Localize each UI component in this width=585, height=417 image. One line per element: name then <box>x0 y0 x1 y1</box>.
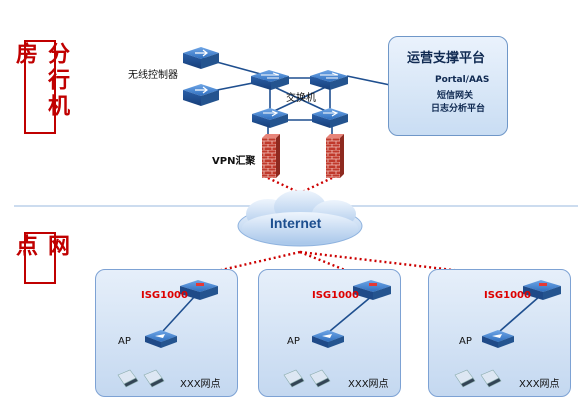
isg-gateway-icon-1 <box>180 280 218 300</box>
site-1-gateway-label: ISG1000 <box>141 290 188 301</box>
switch-label: 交换机 <box>286 93 316 104</box>
site-2-ap-label: AP <box>287 336 300 347</box>
firewall-icon-right <box>326 134 344 178</box>
vpn-device-right <box>312 108 348 128</box>
operations-platform: 运营支撑平台 Portal/AAS 短信网关 日志分析平台 <box>388 36 508 136</box>
laptop-icons-2 <box>283 369 331 388</box>
site-2-gateway-label: ISG1000 <box>312 290 359 301</box>
wireless-controller-2 <box>183 84 219 106</box>
internet-label: Internet <box>270 215 322 231</box>
site-2-name: XXX网点 <box>348 379 389 390</box>
internet-cloud-icon <box>237 190 363 247</box>
vpn-device-left <box>252 108 288 128</box>
ap-icon-3 <box>482 330 514 348</box>
section-label-outlets: 网点 <box>12 232 69 284</box>
platform-line-portal: Portal/AAS <box>435 75 490 85</box>
wireless-controller-1 <box>183 47 219 69</box>
vpn-tunnels <box>194 176 539 282</box>
site-links <box>162 295 541 332</box>
vpn-label: VPN汇聚 <box>212 156 256 167</box>
site-3-gateway-label: ISG1000 <box>484 290 531 301</box>
site-1-ap-label: AP <box>118 336 131 347</box>
platform-title: 运营支撑平台 <box>407 51 486 66</box>
site-3-name: XXX网点 <box>519 379 560 390</box>
laptop-icons-3 <box>454 369 502 388</box>
platform-line-sms: 短信网关 <box>437 91 474 101</box>
ap-icon-2 <box>312 330 344 348</box>
site-3-ap-label: AP <box>459 336 472 347</box>
isg-gateway-icon-2 <box>353 280 391 300</box>
laptop-icons-1 <box>117 369 165 388</box>
platform-line-log: 日志分析平台 <box>431 104 486 114</box>
site-1-name: XXX网点 <box>180 379 221 390</box>
firewall-icon-left <box>262 134 280 178</box>
wireless-controller-label: 无线控制器 <box>128 70 178 81</box>
section-label-branch-room: 分行机房 <box>12 40 69 134</box>
isg-gateway-icon-3 <box>523 280 561 300</box>
ap-icon-1 <box>145 330 177 348</box>
core-switch-left <box>251 70 289 90</box>
core-switch-right <box>310 70 348 90</box>
